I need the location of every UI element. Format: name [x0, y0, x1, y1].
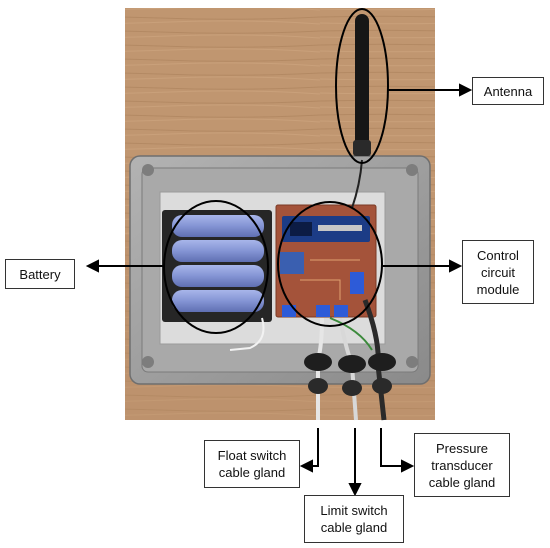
- pressure-transducer-label: Pressure transducer cable gland: [414, 433, 510, 497]
- terminal-block: [282, 305, 296, 317]
- battery-pack: [162, 210, 272, 351]
- cable-gland: [342, 380, 362, 396]
- float-label-line: cable gland: [218, 465, 286, 480]
- limit-arrowhead: [348, 483, 362, 497]
- antenna-cable: [351, 159, 363, 209]
- cable-gland: [372, 378, 392, 394]
- cable-gland: [338, 355, 366, 373]
- cable-gland: [368, 353, 396, 371]
- limit-switch-label: Limit switch cable gland: [304, 495, 404, 543]
- terminal-block: [316, 305, 330, 317]
- control-module-label: Control circuit module: [462, 240, 534, 304]
- sensor-board: [280, 252, 304, 274]
- battery-label-text: Battery: [19, 266, 61, 282]
- float-switch-label: Float switch cable gland: [204, 440, 300, 488]
- antenna-part: [353, 14, 371, 156]
- antenna-ellipse: [335, 8, 389, 164]
- antenna-arrowhead: [459, 83, 473, 97]
- antenna-whip: [355, 14, 369, 156]
- battery-wire: [229, 317, 265, 351]
- control-ellipse: [277, 201, 383, 327]
- control-pcb: [275, 204, 377, 318]
- corner-screw: [142, 356, 154, 368]
- antenna-joint: [353, 140, 371, 156]
- battery-arrowhead: [85, 259, 99, 273]
- terminal-block: [334, 305, 348, 317]
- module-chip: [290, 222, 312, 236]
- pressure-label-line: Pressure: [435, 440, 489, 456]
- limit-label-line: Limit switch: [320, 503, 388, 518]
- control-label-line: Control: [477, 247, 519, 263]
- corner-screw: [406, 164, 418, 176]
- battery-cell: [172, 240, 264, 262]
- pressure-arrow-line: [380, 428, 404, 467]
- float-label-line: Float switch: [217, 448, 287, 463]
- float-arrowhead: [299, 459, 313, 473]
- corner-screw: [142, 164, 154, 176]
- control-label-line: module: [476, 281, 520, 297]
- antenna-label-text: Antenna: [483, 83, 533, 99]
- battery-cell: [172, 215, 264, 237]
- battery-label: Battery: [5, 259, 75, 289]
- corner-screw: [406, 356, 418, 368]
- module-header: [318, 225, 362, 231]
- pressure-label-line: cable gland: [428, 474, 496, 490]
- callout-arrows: [85, 83, 473, 497]
- control-arrowhead: [449, 259, 463, 273]
- control-label-line: circuit: [481, 264, 515, 280]
- antenna-label: Antenna: [472, 77, 544, 105]
- pressure-label-line: transducer: [431, 457, 493, 473]
- cable-gland: [304, 353, 332, 371]
- battery-cell: [172, 290, 264, 312]
- green-wire: [329, 317, 373, 351]
- cable-glands: [304, 353, 396, 396]
- battery-cell: [172, 265, 264, 287]
- cable-gland: [308, 378, 328, 394]
- photo: [125, 8, 435, 421]
- pressure-arrowhead: [401, 459, 415, 473]
- pcb-trace: [300, 259, 360, 300]
- limit-label-line: cable gland: [320, 520, 388, 535]
- terminal-block: [350, 272, 364, 294]
